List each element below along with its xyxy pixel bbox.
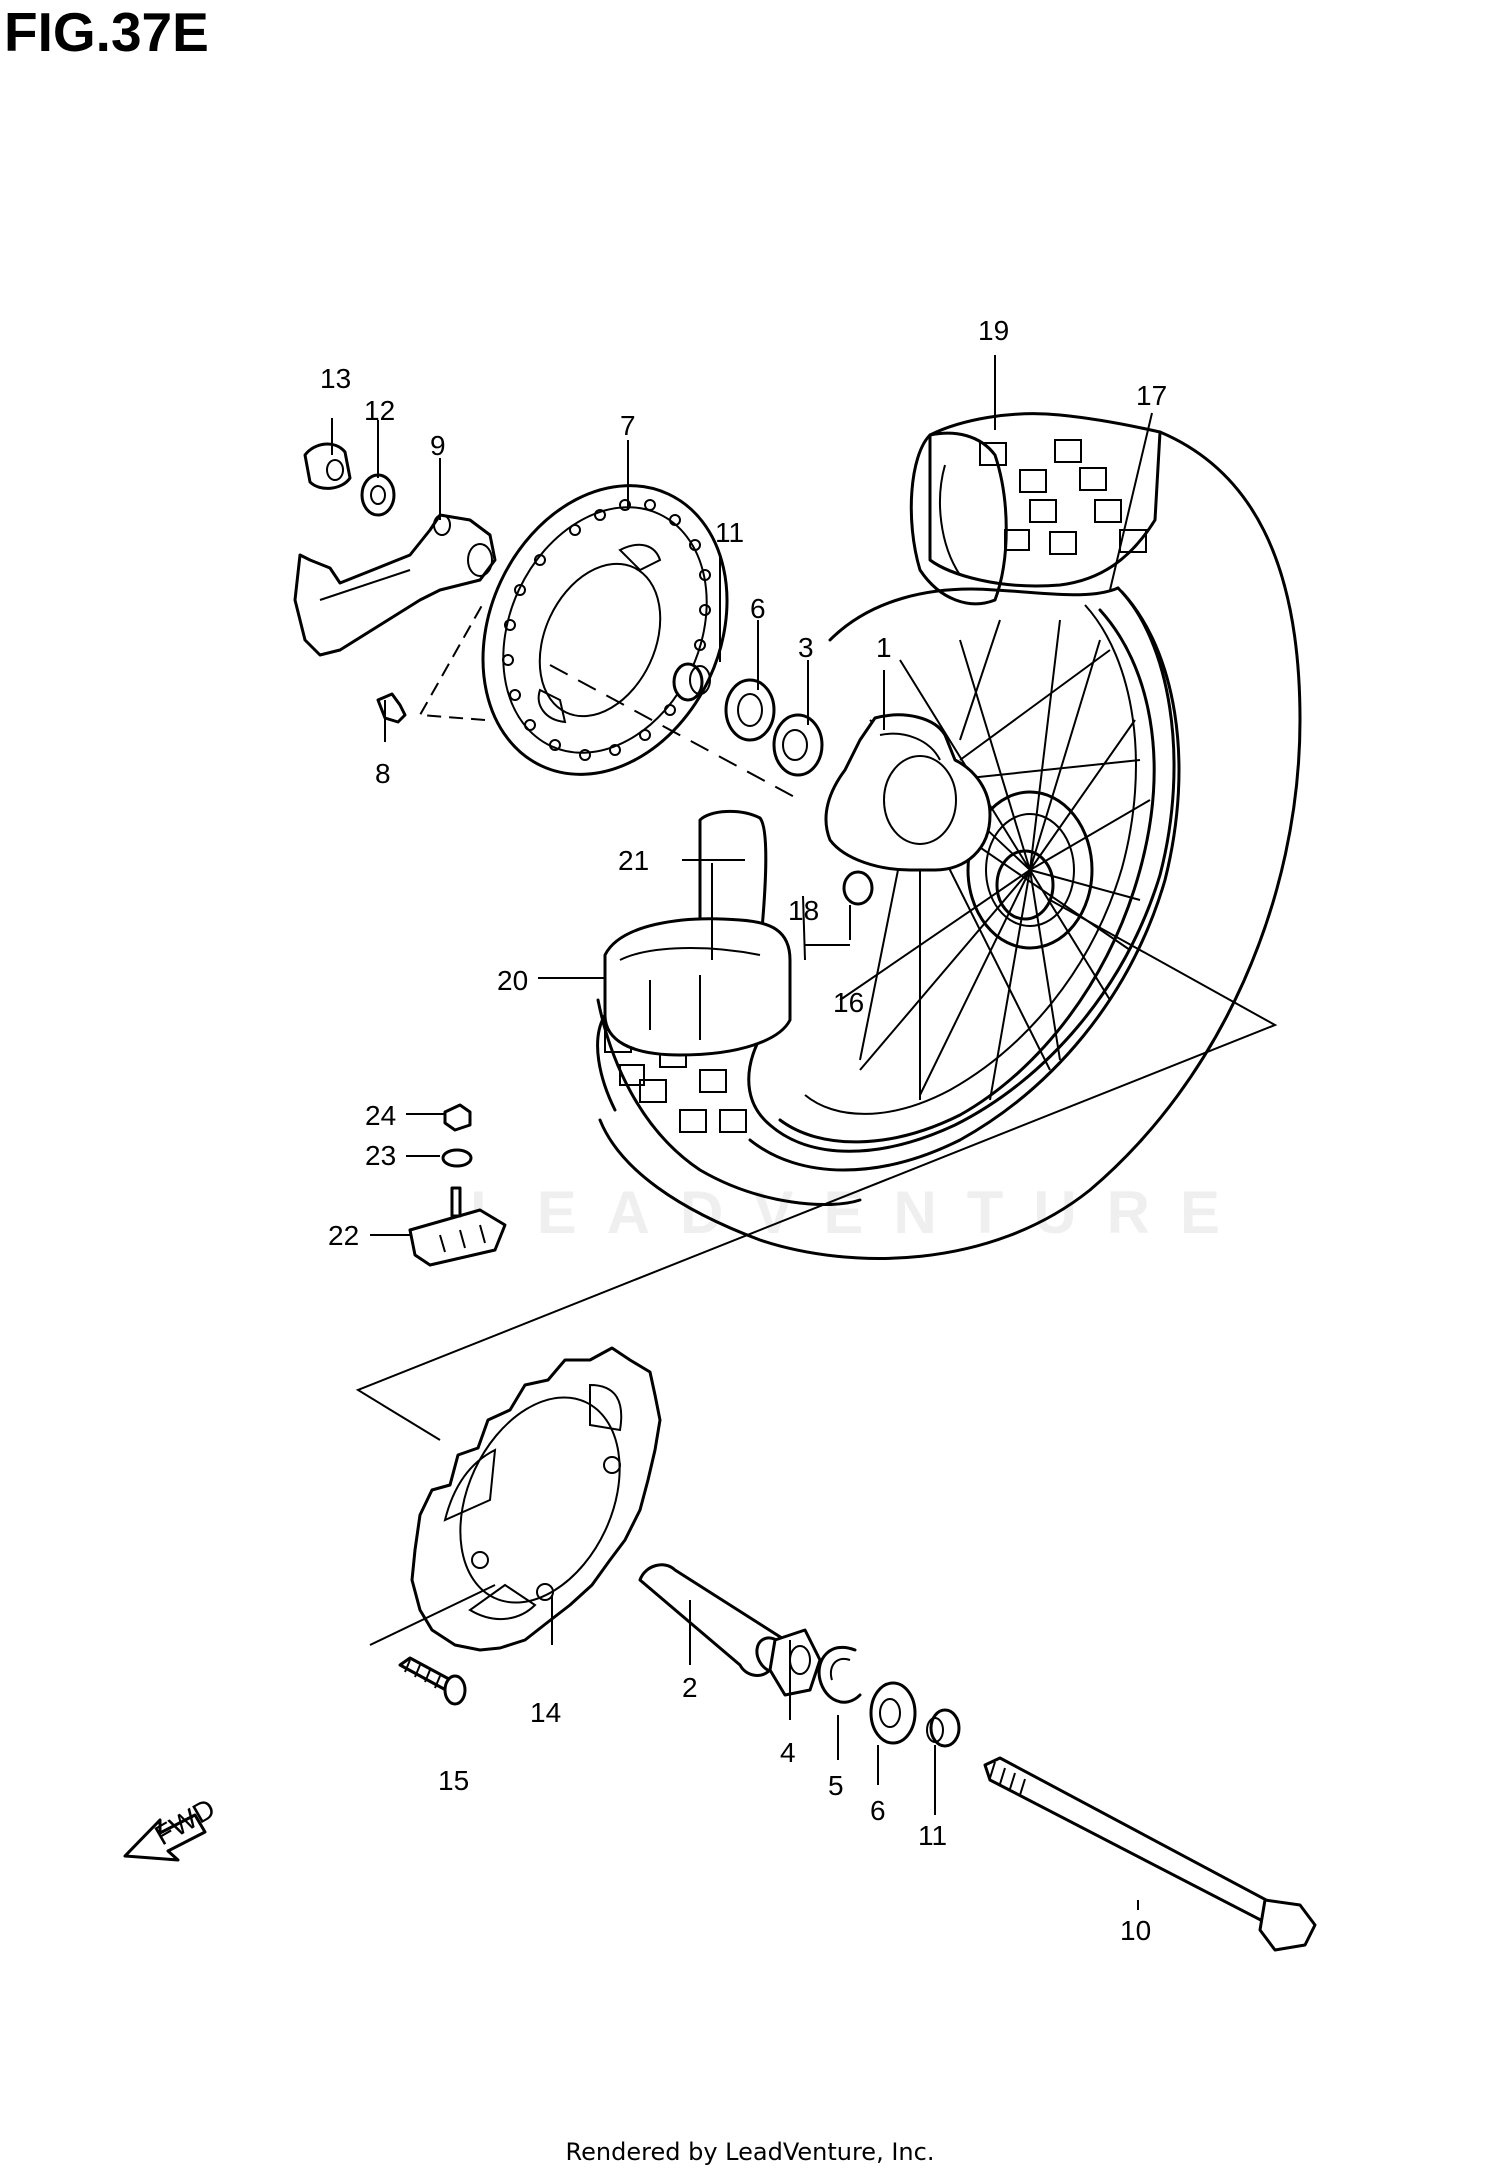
sprocket-part [410,1346,662,1652]
rim-lock-22-part [408,1186,507,1267]
callout-1: 1 [876,632,892,663]
callout-6-lower: 6 [870,1795,886,1826]
bearing-6-lower-part [869,1681,917,1745]
watermark-text: LEADVENTURE [470,1179,1251,1246]
bearing-6-upper-part [724,678,776,742]
callout-20: 20 [497,965,528,996]
callout-17: 17 [1136,380,1167,411]
callout-24: 24 [365,1100,396,1131]
leader-lines [331,355,1278,1910]
callout-10: 10 [1120,1915,1151,1946]
footer-credit: Rendered by LeadVenture, Inc. [565,2138,935,2166]
axle-10-part [983,1756,1317,1952]
callout-2: 2 [682,1672,698,1703]
callout-16: 16 [833,987,864,1018]
callout-7: 7 [620,410,636,441]
bolt-13-part [303,442,352,490]
callout-14: 14 [530,1697,561,1728]
screw-8-part [376,692,407,724]
disc-cover-part [293,513,497,657]
callouts: 13 12 9 7 11 6 3 1 19 17 8 21 18 16 20 2… [320,315,1167,1946]
rim-and-spokes-part [747,586,1176,1153]
callout-5: 5 [828,1770,844,1801]
circlip-5-part [817,1645,862,1704]
brake-disc-part [481,484,729,776]
callout-4: 4 [780,1737,796,1768]
spacer-3-part [772,713,824,777]
tire-part [596,412,1302,1260]
fwd-arrow-icon: FWD [123,1792,220,1862]
collar-11-lower-part [926,1708,961,1748]
collar-11-upper-part [672,662,711,702]
tube-part [596,809,792,1112]
callout-12: 12 [364,395,395,426]
callout-9: 9 [430,430,446,461]
callout-8: 8 [375,758,391,789]
callout-11-upper: 11 [715,517,744,548]
callout-19: 19 [978,315,1009,346]
callout-3: 3 [798,632,814,663]
hub-part [824,713,992,872]
washer-12-part [360,473,396,517]
nut-24-part [443,1103,472,1132]
callout-6-upper: 6 [750,593,766,624]
callout-23: 23 [365,1140,396,1171]
callout-21: 21 [618,845,649,876]
callout-22: 22 [328,1220,359,1251]
callout-11-lower: 11 [918,1820,947,1851]
spacer-4-part [768,1628,822,1697]
bolt-15-part [398,1656,467,1706]
callout-18: 18 [788,895,819,926]
nut-16-part [842,870,874,906]
callout-13: 13 [320,363,351,394]
washer-23-part [441,1148,473,1168]
callout-15: 15 [438,1765,469,1796]
figure-title: FIG.37E [4,1,209,63]
